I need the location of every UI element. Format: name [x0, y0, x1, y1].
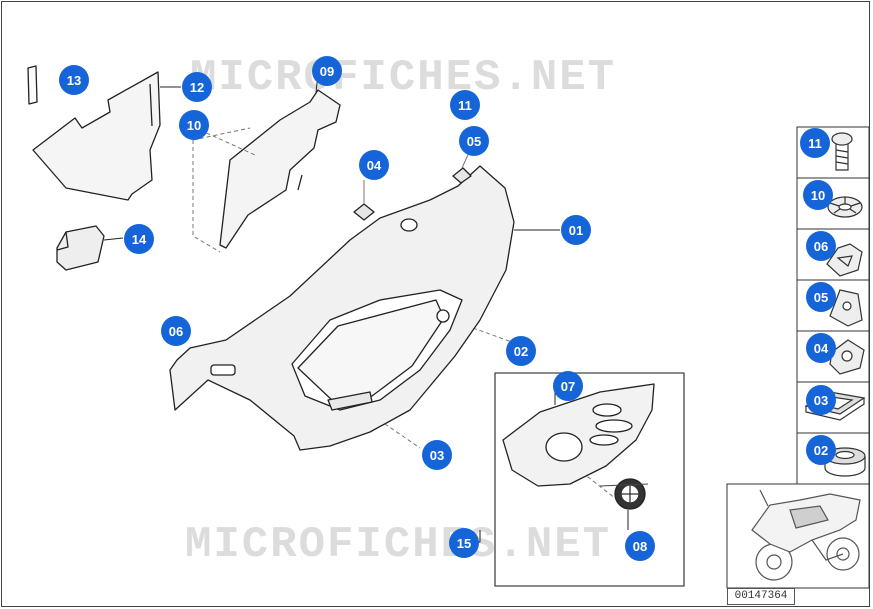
callout-03[interactable]: 03 — [422, 440, 452, 470]
callout-11[interactable]: 11 — [450, 90, 480, 120]
part-14-block — [56, 225, 105, 271]
callout-04[interactable]: 04 — [359, 150, 389, 180]
callout-07[interactable]: 07 — [553, 371, 583, 401]
legend-callout-11[interactable]: 11 — [800, 128, 830, 158]
motorcycle-thumbnail — [751, 489, 861, 581]
watermark-top: MICROFICHES.NET — [190, 53, 617, 103]
legend-callout-06[interactable]: 06 — [806, 231, 836, 261]
watermark-bottom: MICROFICHES.NET — [185, 520, 612, 570]
screw-icon — [831, 132, 853, 171]
callout-06[interactable]: 06 — [161, 316, 191, 346]
part-09-inner-panel — [219, 89, 341, 249]
callout-01[interactable]: 01 — [561, 215, 591, 245]
u-nut-icon — [829, 289, 863, 327]
spring-nut-icon — [827, 196, 863, 218]
callout-10[interactable]: 10 — [179, 110, 209, 140]
callout-12[interactable]: 12 — [182, 72, 212, 102]
legend-callout-02[interactable]: 02 — [806, 435, 836, 465]
diagram-number: 00147364 — [727, 588, 795, 605]
callout-08[interactable]: 08 — [625, 531, 655, 561]
part-01-fairing — [169, 165, 515, 451]
callout-15[interactable]: 15 — [449, 528, 479, 558]
legend-callout-10[interactable]: 10 — [803, 180, 833, 210]
inset-frame — [494, 372, 685, 587]
part-07-cover — [502, 383, 655, 487]
part-13-strip — [27, 65, 38, 105]
callout-09[interactable]: 09 — [312, 56, 342, 86]
callout-13[interactable]: 13 — [59, 65, 89, 95]
callout-14[interactable]: 14 — [124, 224, 154, 254]
legend-callout-04[interactable]: 04 — [806, 333, 836, 363]
callout-02[interactable]: 02 — [506, 336, 536, 366]
cage-nut-icon — [829, 339, 865, 375]
clip-nut-icon — [826, 243, 863, 277]
part-12-panel — [32, 71, 161, 201]
legend-callout-03[interactable]: 03 — [806, 385, 836, 415]
legend-callout-05[interactable]: 05 — [806, 282, 836, 312]
callout-05[interactable]: 05 — [459, 126, 489, 156]
